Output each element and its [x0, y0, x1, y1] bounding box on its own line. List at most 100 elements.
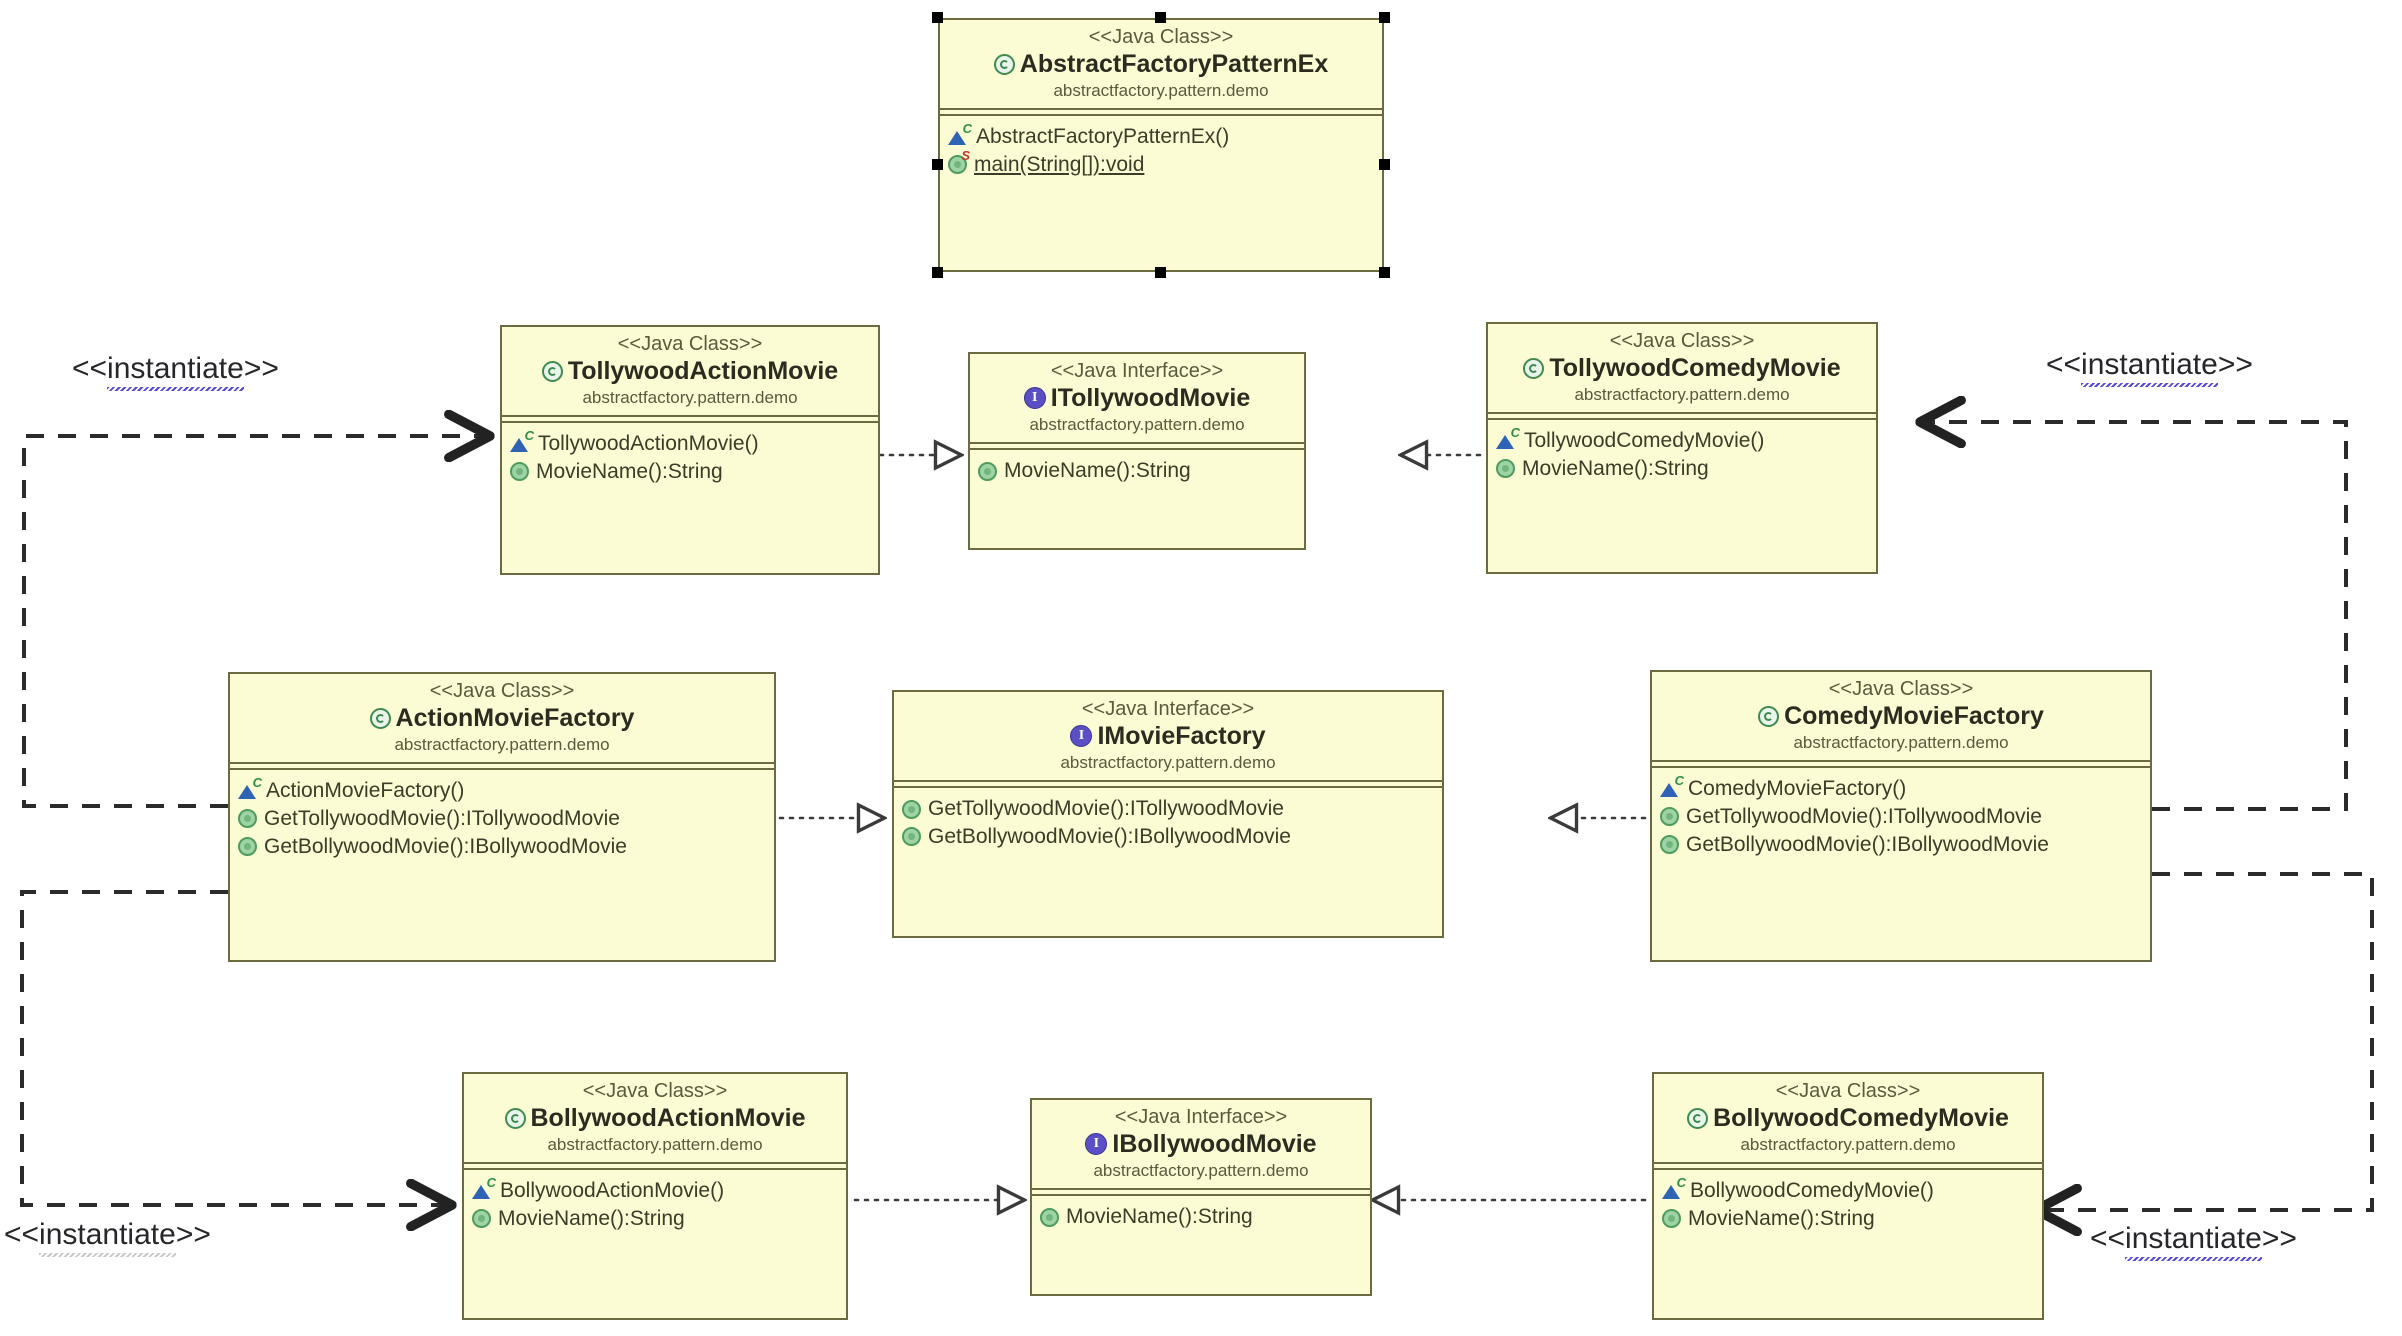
stereotype-label: <<Java Class>> [582, 1080, 728, 1102]
member-row[interactable]: GetBollywoodMovie():IBollywoodMovie [902, 823, 1436, 851]
compartment-divider-2 [502, 421, 878, 424]
member-row[interactable]: MovieName():String [1662, 1205, 2036, 1233]
uml-class-comedymoviefactory[interactable]: <<Java Class>> ComedyMovieFactory abstra… [1650, 670, 2152, 962]
compartment-divider-2 [1652, 766, 2150, 769]
compartment-divider-2 [1654, 1168, 2042, 1171]
stereotype-label: <<Java Class>> [429, 680, 575, 702]
member-row[interactable]: C AbstractFactoryPatternEx() [948, 122, 1376, 151]
constructor-icon: C [1496, 426, 1520, 450]
uml-class-actionmoviefactory[interactable]: <<Java Class>> ActionMovieFactory abstra… [228, 672, 776, 962]
uml-interface-itollywoodmovie[interactable]: <<Java Interface>> ITollywoodMovie abstr… [968, 352, 1306, 550]
package-label: abstractfactory.pattern.demo [1574, 384, 1790, 404]
member-row[interactable]: MovieName():String [978, 457, 1298, 485]
class-header: <<Java Class>> BollywoodActionMovie abst… [464, 1074, 846, 1162]
method-icon [1660, 807, 1679, 827]
member-label: MovieName():String [536, 460, 723, 484]
compartment-divider [1654, 1162, 2042, 1165]
instantiate-word: instantiate [2081, 348, 2218, 387]
member-row[interactable]: C BollywoodComedyMovie() [1662, 1176, 2036, 1205]
java-class-icon [541, 360, 563, 382]
constructor-icon: C [1660, 774, 1684, 798]
class-header: <<Java Class>> ComedyMovieFactory abstra… [1652, 672, 2150, 760]
member-row[interactable]: MovieName():String [510, 458, 872, 486]
method-icon [510, 462, 529, 482]
instantiate-label-bottom-left: <<instantiate>> [4, 1218, 211, 1257]
member-label: BollywoodActionMovie() [500, 1179, 725, 1203]
java-class-icon [993, 53, 1015, 75]
member-row[interactable]: S main(String[]):void [948, 149, 1376, 179]
member-row[interactable]: GetTollywoodMovie():ITollywoodMovie [1660, 803, 2144, 831]
member-row[interactable]: C BollywoodActionMovie() [472, 1176, 840, 1205]
package-label: abstractfactory.pattern.demo [394, 734, 610, 754]
method-icon [1040, 1207, 1059, 1227]
compartment-divider-2 [1032, 1194, 1370, 1197]
package-label: abstractfactory.pattern.demo [582, 387, 798, 407]
uml-interface-ibollywoodmovie[interactable]: <<Java Interface>> IBollywoodMovie abstr… [1030, 1098, 1372, 1296]
member-label: main(String[]):void [974, 153, 1145, 177]
instantiate-label-top-right: <<instantiate>> [2046, 348, 2253, 387]
instantiate-actionfactory-to-tollywoodaction [22, 436, 490, 808]
interface-name: IMovieFactory [1097, 722, 1266, 750]
operations-compartment: C ComedyMovieFactory() GetTollywoodMovie… [1652, 768, 2150, 866]
operations-compartment: MovieName():String [970, 450, 1304, 493]
uml-interface-imoviefactory[interactable]: <<Java Interface>> IMovieFactory abstrac… [892, 690, 1444, 938]
member-label: MovieName():String [1522, 457, 1709, 481]
member-row[interactable]: GetTollywoodMovie():ITollywoodMovie [902, 795, 1436, 823]
package-label: abstractfactory.pattern.demo [1740, 1134, 1956, 1154]
member-row[interactable]: GetBollywoodMovie():IBollywoodMovie [238, 833, 768, 861]
compartment-divider [894, 780, 1442, 783]
operations-compartment: C BollywoodComedyMovie() MovieName():Str… [1654, 1170, 2042, 1240]
interface-header: <<Java Interface>> IBollywoodMovie abstr… [1032, 1100, 1370, 1188]
compartment-divider-2 [230, 768, 774, 771]
member-row[interactable]: MovieName():String [1040, 1203, 1364, 1231]
compartment-divider [1032, 1188, 1370, 1191]
member-label: MovieName():String [1688, 1207, 1875, 1231]
member-label: TollywoodActionMovie() [538, 432, 759, 456]
member-row[interactable]: MovieName():String [1496, 455, 1870, 483]
member-row[interactable]: GetTollywoodMovie():ITollywoodMovie [238, 805, 768, 833]
member-row[interactable]: C TollywoodActionMovie() [510, 429, 872, 458]
instantiate-word: instantiate [2125, 1222, 2262, 1261]
constructor-icon: C [238, 776, 262, 800]
interface-header: <<Java Interface>> IMovieFactory abstrac… [894, 692, 1442, 780]
constructor-icon: C [948, 122, 972, 146]
member-row[interactable]: C ActionMovieFactory() [238, 776, 768, 805]
method-icon [238, 837, 257, 857]
member-label: ComedyMovieFactory() [1688, 777, 1907, 801]
member-label: GetTollywoodMovie():ITollywoodMovie [928, 797, 1284, 821]
compartment-divider-2 [894, 786, 1442, 789]
compartment-divider [230, 762, 774, 765]
member-row[interactable]: GetBollywoodMovie():IBollywoodMovie [1660, 831, 2144, 859]
member-label: MovieName():String [1004, 459, 1191, 483]
uml-class-bollywoodcomedymovie[interactable]: <<Java Class>> BollywoodComedyMovie abst… [1652, 1072, 2044, 1320]
interface-name: ITollywoodMovie [1050, 384, 1251, 412]
uml-class-abstractfactorypatternex[interactable]: <<Java Class>> AbstractFactoryPatternEx … [938, 18, 1384, 272]
java-interface-icon [1070, 725, 1093, 748]
package-label: abstractfactory.pattern.demo [1793, 732, 2009, 752]
member-row[interactable]: C TollywoodComedyMovie() [1496, 426, 1870, 455]
instantiate-label-bottom-right: <<instantiate>> [2090, 1222, 2297, 1261]
class-header: <<Java Class>> AbstractFactoryPatternEx … [940, 20, 1382, 108]
uml-class-bollywoodactionmovie[interactable]: <<Java Class>> BollywoodActionMovie abst… [462, 1072, 848, 1320]
member-row[interactable]: C ComedyMovieFactory() [1660, 774, 2144, 803]
operations-compartment: C TollywoodActionMovie() MovieName():Str… [502, 423, 878, 493]
static-method-icon: S [948, 149, 970, 175]
class-name: TollywoodActionMovie [567, 357, 839, 385]
uml-class-tollywoodactionmovie[interactable]: <<Java Class>> TollywoodActionMovie abst… [500, 325, 880, 575]
class-name: BollywoodComedyMovie [1713, 1104, 2009, 1132]
operations-compartment: C AbstractFactoryPatternEx() S main(Stri… [940, 116, 1382, 186]
method-icon [978, 461, 997, 481]
class-name: AbstractFactoryPatternEx [1019, 50, 1329, 78]
stereotype-label: <<Java Class>> [617, 333, 763, 355]
member-row[interactable]: MovieName():String [472, 1205, 840, 1233]
stereotype-label: <<Java Class>> [1828, 678, 1974, 700]
instantiate-comedyfactory-to-tollywoodcomedy [1920, 422, 2348, 811]
compartment-divider [1652, 760, 2150, 763]
constructor-icon: C [472, 1176, 496, 1200]
member-label: MovieName():String [498, 1207, 685, 1231]
uml-class-tollywoodcomedymovie[interactable]: <<Java Class>> TollywoodComedyMovie abst… [1486, 322, 1878, 574]
class-name: BollywoodActionMovie [530, 1104, 806, 1132]
compartment-divider [1488, 412, 1876, 415]
package-label: abstractfactory.pattern.demo [1053, 80, 1269, 100]
member-label: TollywoodComedyMovie() [1524, 429, 1765, 453]
